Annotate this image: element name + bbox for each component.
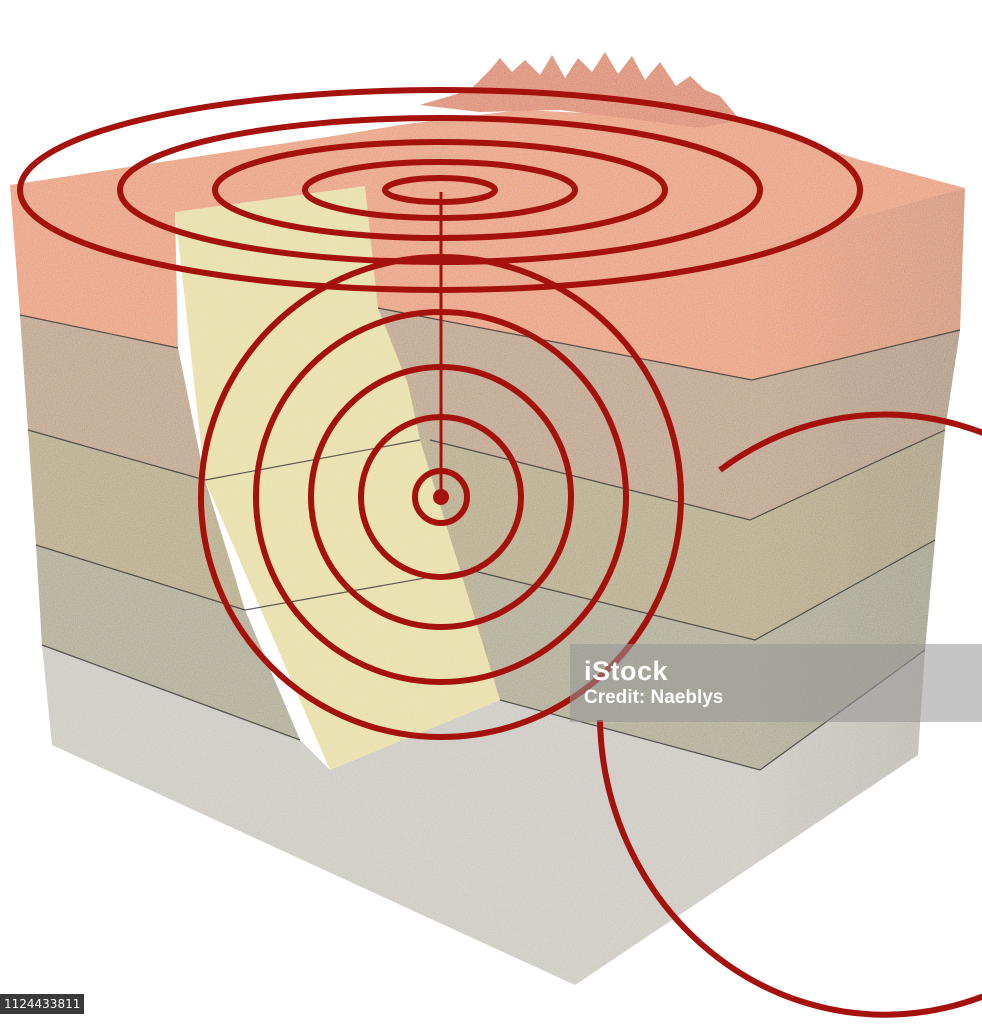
upper-layer-left	[20, 315, 205, 480]
cut-floor	[330, 700, 760, 985]
mountain-range	[420, 52, 740, 128]
lower-layer-left	[36, 545, 300, 740]
watermark-credit: Credit: Naeblys	[584, 687, 724, 708]
hypocenter-dot	[433, 489, 449, 505]
watermark-logo: iStock	[584, 656, 669, 686]
middle-layer-left	[28, 430, 245, 610]
watermark: iStock Credit: Naeblys	[570, 644, 982, 722]
image-id-label: 1124433811	[0, 994, 85, 1014]
bedrock-left	[42, 645, 575, 985]
wave-ring-6	[597, 411, 982, 1018]
front-left-face	[10, 185, 575, 985]
